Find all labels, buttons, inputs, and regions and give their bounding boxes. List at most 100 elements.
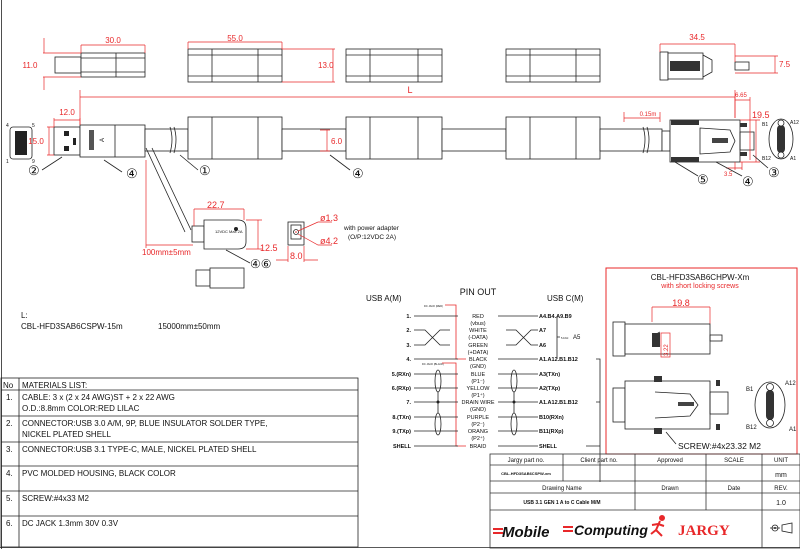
- dc-jack-front: ø1.3 ø4.2 with power adapter (O/P:12VDC …: [276, 213, 400, 262]
- dim-L: L: [407, 85, 412, 95]
- dim-type-c-length: 34.5: [689, 33, 705, 42]
- dc-jack-branch: 12VDC Max 2A 100mm±5mm 22.7 12.5 ④⑥: [142, 147, 278, 289]
- pin-usb-a: 5.(RXn): [392, 372, 411, 378]
- dim-dc-pin: ø1.3: [320, 213, 338, 223]
- pin-usb-a: 6.(RXp): [392, 386, 411, 392]
- tb-approved-label: Approved: [657, 458, 683, 464]
- callouts: ② ④ ① ④ ⑤ ④ ③: [28, 154, 780, 189]
- callout-3: ③: [768, 165, 780, 180]
- tb-client-part-label: Client part no.: [580, 458, 618, 464]
- c-pin-b1: B1: [762, 122, 768, 128]
- tb-rev-label: REV.: [774, 486, 788, 492]
- type-c-side-view: 0.15m 6.65 19.5 3.5: [623, 93, 770, 178]
- tb-jargy-part-label: Jargy part no.: [508, 458, 545, 464]
- pinout-row: 8.(TXn)PURPLE(P2⁻)B10(RXn): [392, 415, 564, 428]
- dim-usb-a-height: 11.0: [23, 61, 39, 70]
- material-description: CABLE: 3 x (2 x 24 AWG)ST + 2 x 22 AWG: [22, 393, 175, 402]
- usb-a-side-view: A 12.0 15.0: [28, 108, 146, 158]
- dc-note-line2: (O/P:12VDC 2A): [348, 234, 396, 241]
- dim-dc-jack-width: 8.0: [290, 251, 303, 261]
- pinout-row: 1.RED(vbus)A4.B4.A9.B9: [406, 314, 571, 327]
- pin-usb-c: A6: [539, 343, 546, 349]
- dim-c-width: 19.5: [752, 110, 770, 120]
- material-description-2: O.D.:8.8mm COLOR:RED LILAC: [22, 404, 140, 413]
- wire-color: DRAIN WIRE: [462, 400, 495, 406]
- pinout-right-title: USB C(M): [547, 294, 584, 303]
- pin-usb-a: 3.: [406, 343, 411, 349]
- ferrite-top-view-2: [345, 48, 443, 83]
- wire-signal: (GND): [470, 364, 486, 370]
- dc-jack-black-label: DC JACK (BLACK): [422, 362, 444, 366]
- tb-unit: mm: [775, 472, 787, 479]
- pin-label-1: 1: [6, 159, 9, 165]
- tb-jargy-part: CBL-HFD3SAB6CSPW-xm: [501, 471, 551, 476]
- dim-usb-a-width: 15.0: [28, 137, 44, 146]
- callout-5: ⑤: [697, 172, 709, 187]
- wire-signal: (+DATA): [468, 350, 489, 356]
- pin-usb-c: A1.A12.B1.B12: [539, 400, 578, 406]
- material-description-2: NICKEL PLATED SHELL: [22, 430, 111, 439]
- dim-dc-outer: ø4.2: [320, 236, 338, 246]
- pinout-left-title: USB A(M): [366, 294, 402, 303]
- wire-color: RED: [472, 314, 484, 320]
- wire-color: YELLOW: [467, 386, 491, 392]
- material-description: SCREW:#4x33 M2: [22, 494, 90, 503]
- pinout-row: 7.DRAIN WIRE(GND)A1.A12.B1.B12: [406, 400, 577, 413]
- material-description: PVC MOLDED HOUSING, BLACK COLOR: [22, 469, 176, 478]
- resistor-pin: A5: [573, 335, 581, 341]
- tb-date-label: Date: [728, 486, 741, 492]
- material-number: 3.: [6, 445, 13, 454]
- variant-dim-length: 19.8: [672, 298, 690, 308]
- projection-symbol-icon: [770, 522, 793, 534]
- pin-usb-c: A3(TXn): [539, 372, 560, 378]
- dim-usb-a-plug: 12.0: [59, 108, 75, 117]
- variant-pin-b1: B1: [746, 387, 754, 393]
- running-man-icon: [650, 515, 665, 537]
- material-description: DC JACK 1.3mm 30V 0.3V: [22, 519, 119, 528]
- callout-4-6: ④⑥: [250, 257, 272, 271]
- type-c-top-view: 34.5 7.5: [659, 33, 791, 81]
- dim-c-offset: 6.65: [735, 93, 747, 99]
- wire-color: BLACK: [469, 357, 487, 363]
- callout-4c: ④: [742, 174, 754, 189]
- materials-header-no: No: [3, 381, 14, 390]
- pin-usb-c: A7: [539, 328, 546, 334]
- pinout-title: PIN OUT: [460, 287, 497, 297]
- usb-a-front-view: 4 5 1 9: [6, 123, 35, 165]
- material-description: CONNECTOR:USB 3.1 TYPE-C, MALE, NICKEL P…: [22, 445, 257, 454]
- resistor-label: 5.1KΩ: [561, 336, 568, 340]
- wire-signal: (P2⁺): [471, 435, 484, 442]
- pin-usb-c: SHELL: [539, 444, 558, 450]
- material-number: 2.: [6, 419, 13, 428]
- variant-pin-a12: A12: [785, 381, 796, 387]
- company-logos: Mobile Computing JARGY: [493, 515, 793, 541]
- dim-type-c-height: 7.5: [779, 60, 791, 69]
- variant-screw: SCREW:#4x23.32 M2: [678, 441, 761, 451]
- material-description: CONNECTOR:USB 3.0 A/M, 9P, BLUE INSULATO…: [22, 419, 268, 428]
- wire-color: BLUE: [471, 372, 486, 378]
- wire-signal: (P1⁺): [471, 392, 484, 399]
- materials-table-frame: [0, 377, 359, 548]
- callout-1: ①: [199, 163, 211, 178]
- cable-side-view: 6.0: [144, 116, 663, 160]
- pin-usb-a: SHELL: [393, 444, 412, 450]
- type-c-front-view: B1 A12 B12 A1: [762, 118, 799, 162]
- tb-drawing-name-label: Drawing Name: [542, 486, 582, 492]
- dim-dc-length: 22.7: [207, 200, 225, 210]
- wire-signal: (P1⁻): [471, 379, 484, 385]
- variant-subtitle: with short locking screws: [660, 283, 739, 290]
- pin-usb-a: 1.: [406, 314, 411, 320]
- dc-note-line1: with power adapter: [343, 225, 400, 232]
- pinout-row: 2.WHITE(-DATA)A7: [406, 328, 546, 341]
- wire-color: WHITE: [469, 328, 487, 334]
- variant-pin-b12: B12: [746, 425, 757, 431]
- wire-color: ORANG: [468, 429, 488, 435]
- wire-color: PURPLE: [467, 415, 489, 421]
- pin-usb-c: B11(RXp): [539, 429, 564, 435]
- pin-usb-c: B10(RXn): [539, 415, 564, 421]
- dim-dc-height: 12.5: [260, 243, 278, 253]
- pin-usb-a: 2.: [406, 328, 411, 334]
